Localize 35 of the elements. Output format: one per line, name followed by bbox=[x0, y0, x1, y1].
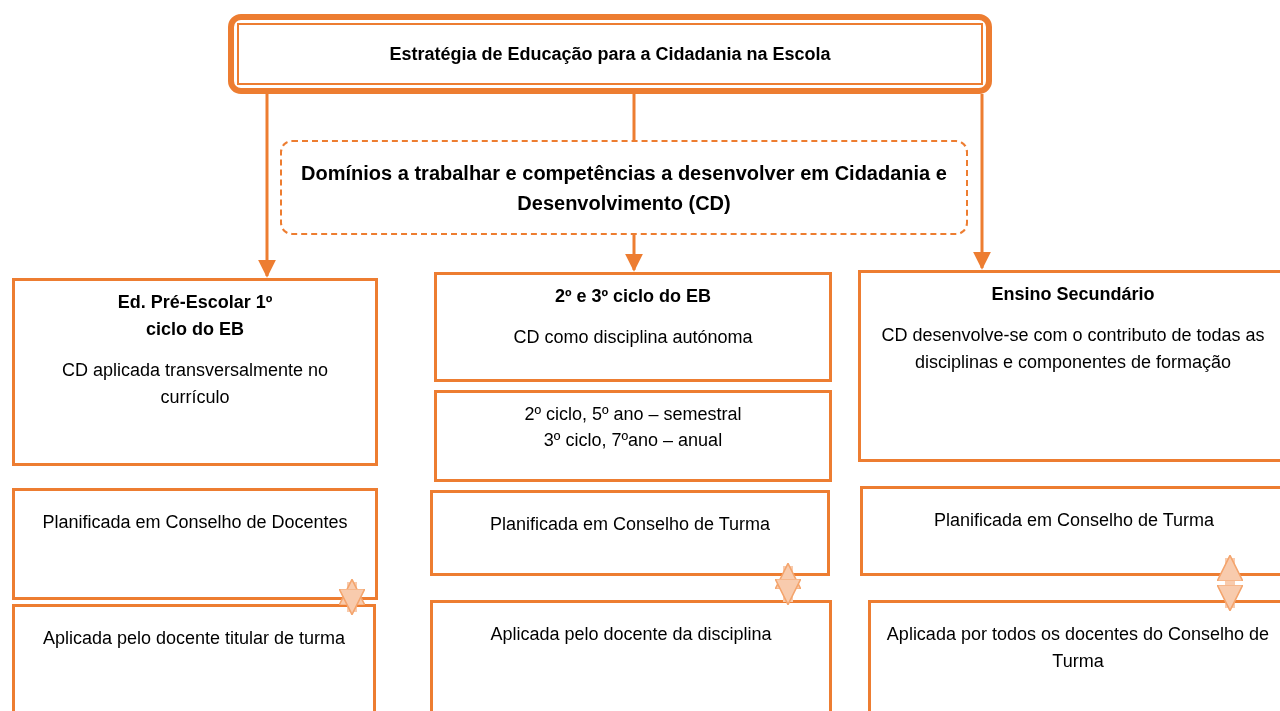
body-text: Aplicada pelo docente da disciplina bbox=[490, 623, 772, 646]
heading-text: 2º e 3º ciclo do EB bbox=[554, 285, 712, 308]
body-text: CD aplicada transversalmente no currículo bbox=[60, 359, 330, 409]
text-box bbox=[868, 600, 1280, 711]
level-box bbox=[434, 272, 832, 382]
body-text: 2º ciclo, 5º ano – semestral bbox=[524, 403, 742, 426]
body-text: Aplicada por todos os docentes do Conselho de Turma bbox=[885, 623, 1271, 673]
body-text: Aplicada pelo docente titular de turma bbox=[42, 627, 346, 650]
text-box bbox=[860, 486, 1280, 576]
heading-text: Domínios a trabalhar e competências a desenvolver em Cidadania e Desenvolvimento (CD) bbox=[300, 160, 948, 216]
heading-text: Ed. Pré-Escolar 1º ciclo do EB bbox=[116, 291, 274, 341]
text-box bbox=[430, 600, 832, 711]
double-arrow bbox=[338, 578, 366, 616]
text-box bbox=[12, 488, 378, 600]
text-box bbox=[12, 604, 376, 711]
text-box bbox=[434, 390, 832, 482]
heading-text: Ensino Secundário bbox=[991, 283, 1155, 306]
body-text: CD como disciplina autónoma bbox=[513, 326, 753, 349]
body-text: Planificada em Conselho de Docentes bbox=[42, 511, 348, 534]
arrow bbox=[625, 235, 643, 272]
body-text: Planificada em Conselho de Turma bbox=[933, 509, 1215, 532]
arrow bbox=[258, 94, 276, 278]
double-arrow bbox=[774, 562, 802, 606]
body-text: 3º ciclo, 7ºano – anual bbox=[543, 429, 723, 453]
heading-text: Estratégia de Educação para a Cidadania na Escola bbox=[389, 42, 831, 66]
double-arrow bbox=[1216, 554, 1244, 612]
arrow bbox=[973, 94, 991, 270]
text-box bbox=[430, 490, 830, 576]
title-box bbox=[228, 14, 992, 94]
level-box bbox=[858, 270, 1280, 462]
level-box bbox=[12, 278, 378, 466]
dashed-box bbox=[280, 140, 968, 235]
body-text: Planificada em Conselho de Turma bbox=[489, 513, 771, 536]
connector-line bbox=[632, 94, 636, 140]
body-text: CD desenvolve-se com o contributo de todas as disciplinas e componentes de formação bbox=[880, 324, 1266, 374]
